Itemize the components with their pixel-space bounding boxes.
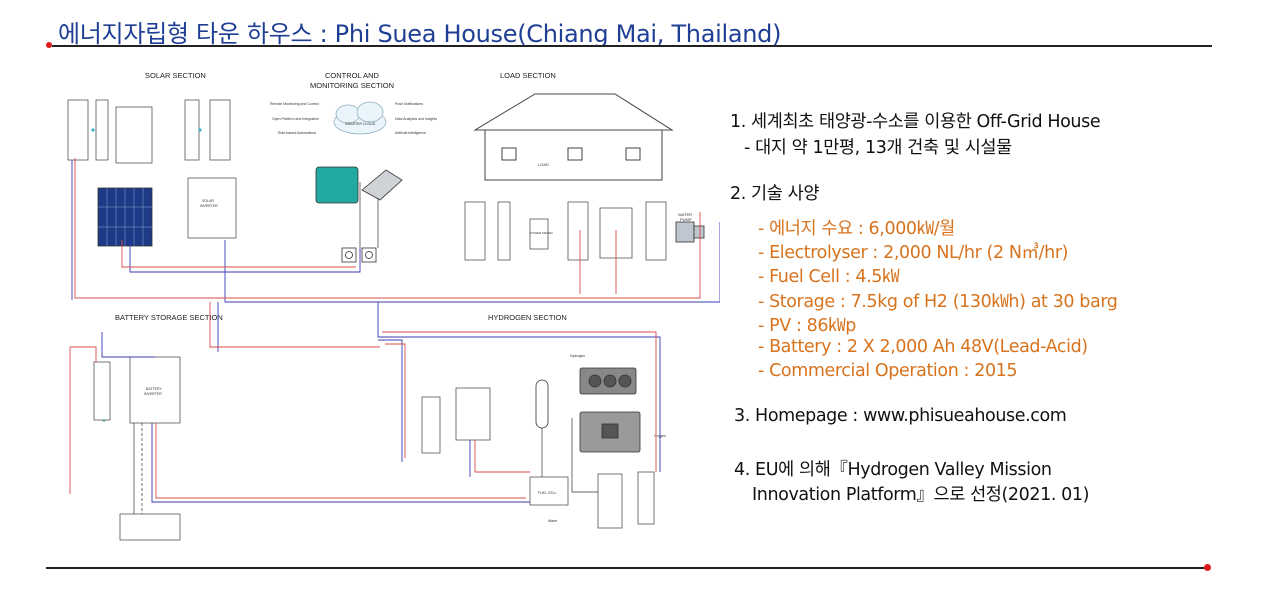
battery-inverter [129, 356, 181, 424]
solar-section-label: SOLAR SECTION [145, 71, 206, 80]
smart-gateway [315, 166, 359, 204]
spec-commercial-operation: - Commercial Operation : 2015 [758, 361, 1018, 381]
item3-homepage: 3. Homepage : www.phisueahouse.com [734, 406, 1067, 426]
solar-panels [97, 187, 153, 247]
battery-inverter-label-2: INVERTER [144, 392, 162, 396]
hydrogen-tank-icon [535, 379, 549, 429]
water-pump-label-2: PUMP [680, 217, 692, 222]
feature-ai: Artificial Intelligence [395, 131, 426, 135]
spec-pv: - PV : 86㎾p [758, 316, 856, 336]
item1-subtitle: - 대지 약 1만평, 13개 건축 및 시설물 [744, 138, 1012, 158]
title-bullet-dot [46, 42, 52, 48]
spec-fuel-cell: - Fuel Cell : 4.5㎾ [758, 267, 900, 287]
water-label: Water [548, 519, 558, 523]
bottom-bullet-dot [1204, 564, 1211, 571]
bottom-divider [46, 567, 1206, 569]
item1-title: 1. 세계최초 태양광-수소를 이용한 Off-Grid House [730, 112, 1101, 132]
page-title: 에너지자립형 타운 하우스 : Phi Suea House(Chiang Ma… [58, 20, 782, 48]
hydrogen-label: Hydrogen [570, 354, 585, 358]
electrolyser-unit [579, 411, 641, 453]
top-divider [52, 45, 1212, 47]
load-breakers [464, 201, 667, 261]
battery-inverter-label: BATTERY [146, 387, 162, 391]
feature-push: Push Notifications [395, 102, 423, 106]
battery-bank [119, 513, 181, 541]
battery-section-label: BATTERY STORAGE SECTION [115, 313, 223, 322]
spec-electrolyser: - Electrolyser : 2,000 NL/hr (2 N㎥/hr) [758, 243, 1069, 263]
control-section-label-2: MONITORING SECTION [310, 81, 394, 90]
item4-line1: 4. EU에 의해『Hydrogen Valley Mission [734, 460, 1052, 480]
power-outlets [341, 247, 377, 263]
system-diagram: SOLAR SECTION SOLAR INVERTER CONTROL AND… [67, 71, 720, 541]
feature-analytics: Data Analytics and Insights [395, 117, 437, 121]
solar-inverter-label: SOLAR [202, 199, 214, 203]
water-pump-icon [675, 221, 705, 243]
solar-breakers [67, 99, 231, 164]
spec-storage: - Storage : 7.5kg of H2 (130㎾h) at 30 ba… [758, 292, 1118, 312]
smart-cloud-label: SMARTER CLOUD [345, 122, 376, 126]
load-label: LOAD [538, 162, 549, 167]
spec-energy-demand: - 에너지 수요 : 6,000㎾/월 [758, 219, 955, 239]
fuel-cell-unit [579, 367, 637, 395]
fuel-cell-label: FUEL CELL [538, 491, 557, 495]
spec-battery: - Battery : 2 X 2,000 Ah 48V(Lead-Acid) [758, 337, 1088, 357]
feature-open: Open Platform and Integration [272, 117, 319, 121]
feature-rule: Rule-based Automations [278, 131, 316, 135]
ac-wires [69, 158, 701, 499]
control-section-label: CONTROL AND [325, 71, 379, 80]
house-icon [473, 93, 674, 181]
dark-wires [133, 182, 598, 514]
fuel-cell-box [529, 476, 569, 506]
cloud-icon [333, 101, 387, 135]
power-meter-label: POWER METER [530, 231, 554, 235]
item4-line2: Innovation Platform』으로 선정(2021. 01) [752, 485, 1090, 505]
hydrogen-section-label: HYDROGEN SECTION [488, 313, 567, 322]
water-pump-label: WATER [678, 212, 692, 217]
solar-inverter-label-2: INVERTER [200, 204, 218, 208]
solar-inverter [187, 177, 237, 239]
hydrogen-breakers [421, 387, 655, 529]
dc-wires [71, 160, 720, 503]
feature-remote: Remote Monitoring and Control [270, 102, 319, 106]
battery-breaker [93, 361, 111, 421]
item2-title: 2. 기술 사양 [730, 184, 820, 204]
load-section-label: LOAD SECTION [500, 71, 556, 80]
network-router [361, 169, 403, 201]
